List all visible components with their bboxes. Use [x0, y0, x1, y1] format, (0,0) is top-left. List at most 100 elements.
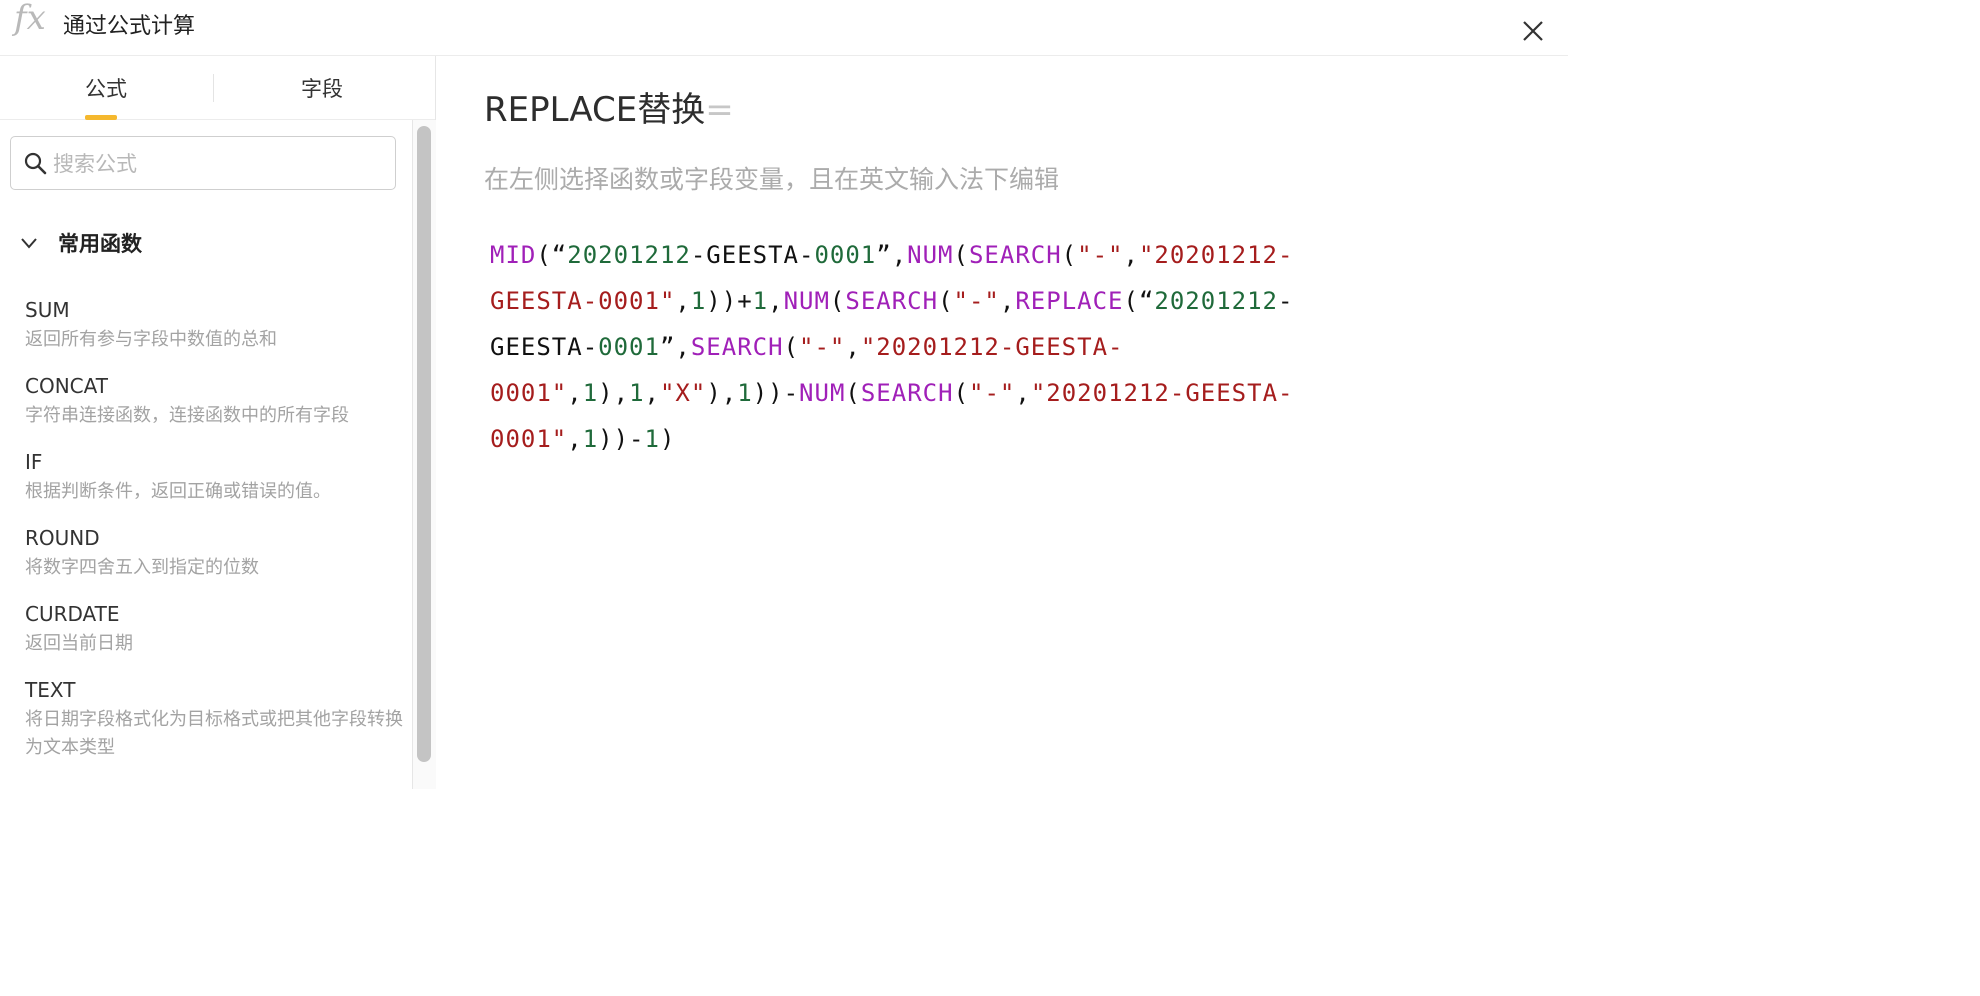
- code-line: MID(“20201212-GEESTA-0001”,NUM(SEARCH("-…: [490, 232, 1450, 278]
- code-token: "20201212-GEESTA-: [1030, 379, 1294, 407]
- code-token: 1: [644, 425, 660, 453]
- tab-formula[interactable]: 公式: [85, 77, 127, 101]
- code-line: 0001",1))-1): [490, 416, 1450, 462]
- code-token: ,: [1015, 379, 1031, 407]
- function-description: 将数字四舍五入到指定的位数: [25, 557, 259, 578]
- code-token: (: [829, 287, 846, 315]
- code-token: ,: [999, 287, 1016, 315]
- code-token: -GEESTA-: [690, 241, 815, 269]
- code-token: ),: [598, 379, 630, 407]
- code-token: ,: [1123, 241, 1139, 269]
- function-item-sum[interactable]: SUM 返回所有参与字段中数值的总和: [25, 296, 405, 354]
- code-token: 1: [690, 287, 707, 315]
- tab-divider: [213, 74, 214, 102]
- function-list: SUM 返回所有参与字段中数值的总和 CONCAT 字符串连接函数，连接函数中的…: [25, 296, 405, 780]
- active-tab-indicator: [85, 115, 117, 120]
- close-icon: [1523, 21, 1543, 41]
- code-token: 0001": [490, 379, 568, 407]
- code-token: ))+: [706, 287, 753, 315]
- function-item-round[interactable]: ROUND 将数字四舍五入到指定的位数: [25, 524, 405, 582]
- function-name: CURDATE: [25, 602, 120, 626]
- equals-sign: =: [705, 90, 734, 130]
- editor-hint: 在左侧选择函数或字段变量，且在英文输入法下编辑: [484, 165, 1060, 194]
- code-token: ),: [706, 379, 738, 407]
- function-description: 字符串连接函数，连接函数中的所有字段: [25, 405, 349, 426]
- function-item-text[interactable]: TEXT 将日期字段格式化为目标格式或把其他字段转换为文本类型: [25, 676, 405, 762]
- code-token: 20201212: [1154, 287, 1278, 315]
- close-button[interactable]: [1518, 16, 1548, 46]
- sidebar-tabs: 公式 字段: [0, 56, 435, 120]
- code-token: SEARCH: [860, 379, 954, 407]
- function-name: SUM: [25, 298, 70, 322]
- code-token: (: [953, 241, 969, 269]
- code-token: REPLACE: [1015, 287, 1124, 315]
- function-item-concat[interactable]: CONCAT 字符串连接函数，连接函数中的所有字段: [25, 372, 405, 430]
- tab-fields[interactable]: 字段: [301, 77, 343, 101]
- code-token: 0001: [598, 333, 660, 361]
- code-token: GEESTA-0001": [490, 287, 676, 315]
- code-token: NUM: [907, 241, 954, 269]
- search-input[interactable]: [51, 145, 385, 183]
- function-item-if[interactable]: IF 根据判断条件，返回正确或错误的值。: [25, 448, 405, 506]
- code-token: SEARCH: [690, 333, 784, 361]
- code-token: ,: [567, 425, 583, 453]
- function-description: 返回所有参与字段中数值的总和: [25, 329, 277, 350]
- group-header-common-functions[interactable]: 常用函数: [18, 226, 142, 260]
- code-token: ,: [768, 287, 784, 315]
- code-token: "-": [969, 379, 1016, 407]
- code-line: GEESTA-0001",1))+1,NUM(SEARCH("-",REPLAC…: [490, 278, 1450, 324]
- formula-editor: REPLACE替换= 在左侧选择函数或字段变量，且在英文输入法下编辑 MID(“…: [436, 56, 1568, 789]
- code-token: ))-: [752, 379, 800, 407]
- code-token: 0001": [490, 425, 568, 453]
- search-icon: [24, 152, 47, 175]
- function-description: 将日期字段格式化为目标格式或把其他字段转换为文本类型: [25, 709, 403, 758]
- code-token: ,: [845, 333, 861, 361]
- code-token: MID: [490, 241, 537, 269]
- code-token: ))-: [598, 425, 645, 453]
- code-token: ,: [644, 379, 660, 407]
- code-token: 0001: [814, 241, 877, 269]
- formula-title: REPLACE替换=: [484, 82, 734, 131]
- code-token: ): [659, 425, 676, 453]
- function-description: 返回当前日期: [25, 633, 133, 654]
- code-token: ”,: [876, 241, 908, 269]
- function-description: 根据判断条件，返回正确或错误的值。: [25, 481, 331, 502]
- function-name: TEXT: [25, 678, 76, 702]
- code-token: (“: [536, 241, 568, 269]
- code-token: (: [1061, 241, 1078, 269]
- code-token: 1: [582, 425, 599, 453]
- code-token: "X": [659, 379, 707, 407]
- code-token: 1: [737, 379, 753, 407]
- title-bar: fx 通过公式计算: [0, 0, 1568, 56]
- code-token: ,: [675, 287, 691, 315]
- code-token: "20201212-: [1138, 241, 1294, 269]
- code-token: 20201212: [567, 241, 691, 269]
- function-item-curdate[interactable]: CURDATE 返回当前日期: [25, 600, 405, 658]
- code-token: "-": [953, 287, 1000, 315]
- function-name: ROUND: [25, 526, 100, 550]
- fx-icon: fx: [14, 0, 46, 38]
- code-token: (: [783, 333, 800, 361]
- dialog-title: 通过公式计算: [63, 14, 196, 39]
- code-token: (: [845, 379, 861, 407]
- formula-code-editor[interactable]: MID(“20201212-GEESTA-0001”,NUM(SEARCH("-…: [490, 232, 1450, 462]
- code-token: ”,: [659, 333, 691, 361]
- function-name: IF: [25, 450, 43, 474]
- code-token: SEARCH: [968, 241, 1062, 269]
- code-token: (: [953, 379, 970, 407]
- formula-sidebar: 公式 字段 常用函数 SUM 返回所有参与字段中数值的总和 CONCAT 字符串…: [0, 56, 436, 789]
- code-token: GEESTA-: [490, 333, 599, 361]
- code-token: 1: [752, 287, 769, 315]
- code-line: GEESTA-0001”,SEARCH("-","20201212-GEESTA…: [490, 324, 1450, 370]
- code-line: 0001",1),1,"X"),1))-NUM(SEARCH("-","2020…: [490, 370, 1450, 416]
- formula-name: REPLACE替换: [484, 90, 706, 130]
- sidebar-scrollbar-thumb[interactable]: [417, 126, 431, 762]
- chevron-down-icon: [21, 238, 37, 249]
- code-token: "-": [1077, 241, 1124, 269]
- code-token: NUM: [799, 379, 846, 407]
- code-token: NUM: [783, 287, 830, 315]
- code-token: "-": [799, 333, 846, 361]
- code-token: ,: [567, 379, 583, 407]
- code-token: (“: [1123, 287, 1155, 315]
- code-token: -: [1278, 287, 1294, 315]
